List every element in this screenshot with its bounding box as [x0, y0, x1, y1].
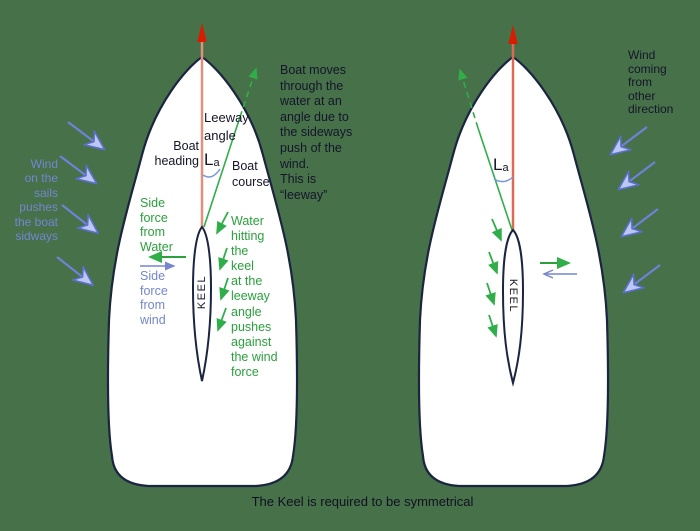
left-keel-water-arrows: [216, 211, 230, 332]
boat-heading-label: Boat heading: [154, 139, 200, 168]
wind-arrow-icon: [53, 148, 103, 192]
left-heading-arrow: [197, 23, 207, 228]
wind-arrow-icon: [50, 249, 100, 294]
keel-label-right: KEEL: [507, 278, 519, 314]
wind-arrow-icon: [55, 197, 105, 242]
boat-course-label: Boat course: [232, 159, 270, 189]
la-sub: a: [502, 162, 509, 174]
side-force-water-label: Side force from Water: [140, 196, 173, 254]
leeway-explanation-note: Boat moves through the water at an angle…: [280, 63, 353, 202]
la-main: L: [493, 155, 503, 174]
leeway-angle-symbol-right: La: [493, 155, 509, 175]
left-leeway-arc: [202, 168, 221, 178]
wind-arrow-icon: [615, 201, 665, 245]
wind-arrow-icon: [617, 257, 667, 301]
left-keel: [191, 225, 213, 382]
wind-other-direction-note: Wind coming from other direction: [628, 48, 674, 117]
wind-pushes-note: Wind on the sails pushes the boat sidway…: [14, 157, 58, 244]
right-wind-force-arrow: [542, 269, 577, 279]
la-sub: a: [213, 157, 220, 169]
right-keel-water-arrows: [485, 218, 502, 338]
wind-arrow-icon: [612, 154, 662, 198]
wind-arrow-icon: [604, 119, 654, 163]
water-hitting-keel-note: Water hitting the keel at the leeway ang…: [231, 214, 278, 379]
left-course-arrow: [203, 67, 258, 228]
right-keel: [501, 228, 525, 387]
leeway-angle-symbol-left: La: [204, 150, 220, 170]
wind-arrows-left: [50, 114, 111, 294]
symmetrical-keel-caption: The Keel is required to be symmetrical: [251, 494, 474, 509]
keel-label-left: KEEL: [196, 274, 208, 310]
side-force-wind-label: Side force from wind: [140, 269, 168, 327]
leeway-angle-label: Leeway angle: [204, 110, 249, 143]
right-leeway-arc: [493, 176, 514, 183]
wind-arrow-icon: [61, 114, 111, 158]
la-main: L: [204, 150, 214, 169]
wind-arrows-right: [604, 119, 667, 301]
right-heading-arrow: [508, 25, 518, 230]
